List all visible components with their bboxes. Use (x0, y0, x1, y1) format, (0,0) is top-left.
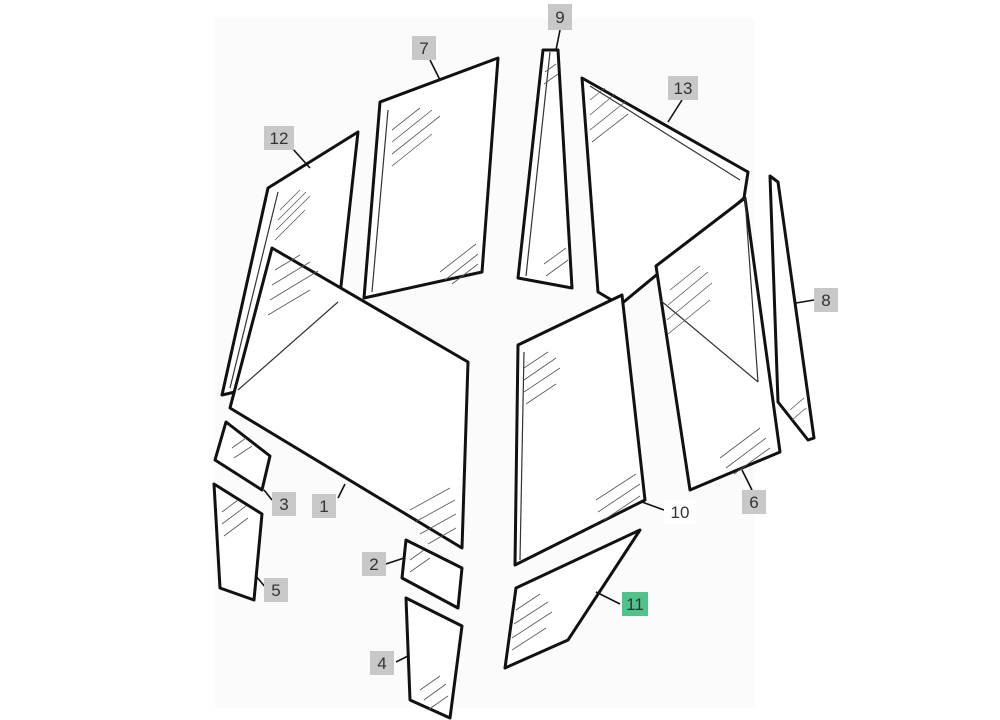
part-number-5: 5 (271, 581, 280, 600)
part-label-1: 1 (312, 494, 336, 518)
glass-pane-2 (400, 538, 464, 610)
leader-3 (263, 489, 273, 501)
leader-2 (385, 557, 405, 565)
part-number-4: 4 (377, 654, 386, 673)
glass-pane-3 (213, 420, 272, 492)
part-number-6: 6 (749, 493, 758, 512)
part-label-6: 6 (742, 490, 766, 514)
part-number-13: 13 (674, 79, 693, 98)
glass-pane-7 (362, 56, 500, 300)
glass-pane-9 (516, 48, 574, 290)
part-label-9: 9 (548, 4, 572, 30)
part-label-13: 13 (668, 76, 698, 100)
glass-pane-10 (513, 293, 647, 567)
leader-11 (595, 591, 621, 605)
part-label-4: 4 (370, 651, 394, 675)
leader-4 (395, 655, 409, 663)
glass-pane-6 (654, 196, 782, 492)
part-number-11: 11 (626, 595, 644, 614)
part-label-2: 2 (362, 552, 386, 576)
part-number-2: 2 (369, 555, 378, 574)
leader-12 (291, 147, 311, 169)
part-label-5: 5 (264, 578, 288, 602)
glass-pane-5 (212, 482, 264, 602)
leader-lines (255, 29, 815, 663)
part-number-9: 9 (555, 8, 564, 27)
part-label-3: 3 (272, 492, 296, 516)
leader-7 (429, 59, 441, 81)
part-number-8: 8 (821, 291, 830, 310)
leader-13 (667, 99, 683, 123)
part-label-7: 7 (412, 36, 436, 60)
leader-8 (795, 299, 815, 304)
glass-pane-8 (768, 174, 816, 442)
part-number-12: 12 (270, 129, 289, 148)
leader-1 (337, 483, 346, 499)
part-number-10: 10 (671, 503, 690, 522)
part-label-8: 8 (814, 288, 838, 312)
part-label-10: 10 (664, 500, 696, 524)
part-number-7: 7 (419, 39, 428, 58)
leader-9 (555, 29, 561, 51)
leader-10 (641, 501, 665, 511)
glass-pane-4 (404, 596, 464, 720)
leader-6 (741, 469, 753, 491)
glass-pane-1 (228, 246, 470, 550)
part-label-11: 11 (622, 592, 648, 616)
part-label-12: 12 (264, 126, 294, 150)
part-number-1: 1 (319, 497, 328, 516)
part-number-3: 3 (279, 495, 288, 514)
glass-pane-11 (503, 528, 642, 670)
